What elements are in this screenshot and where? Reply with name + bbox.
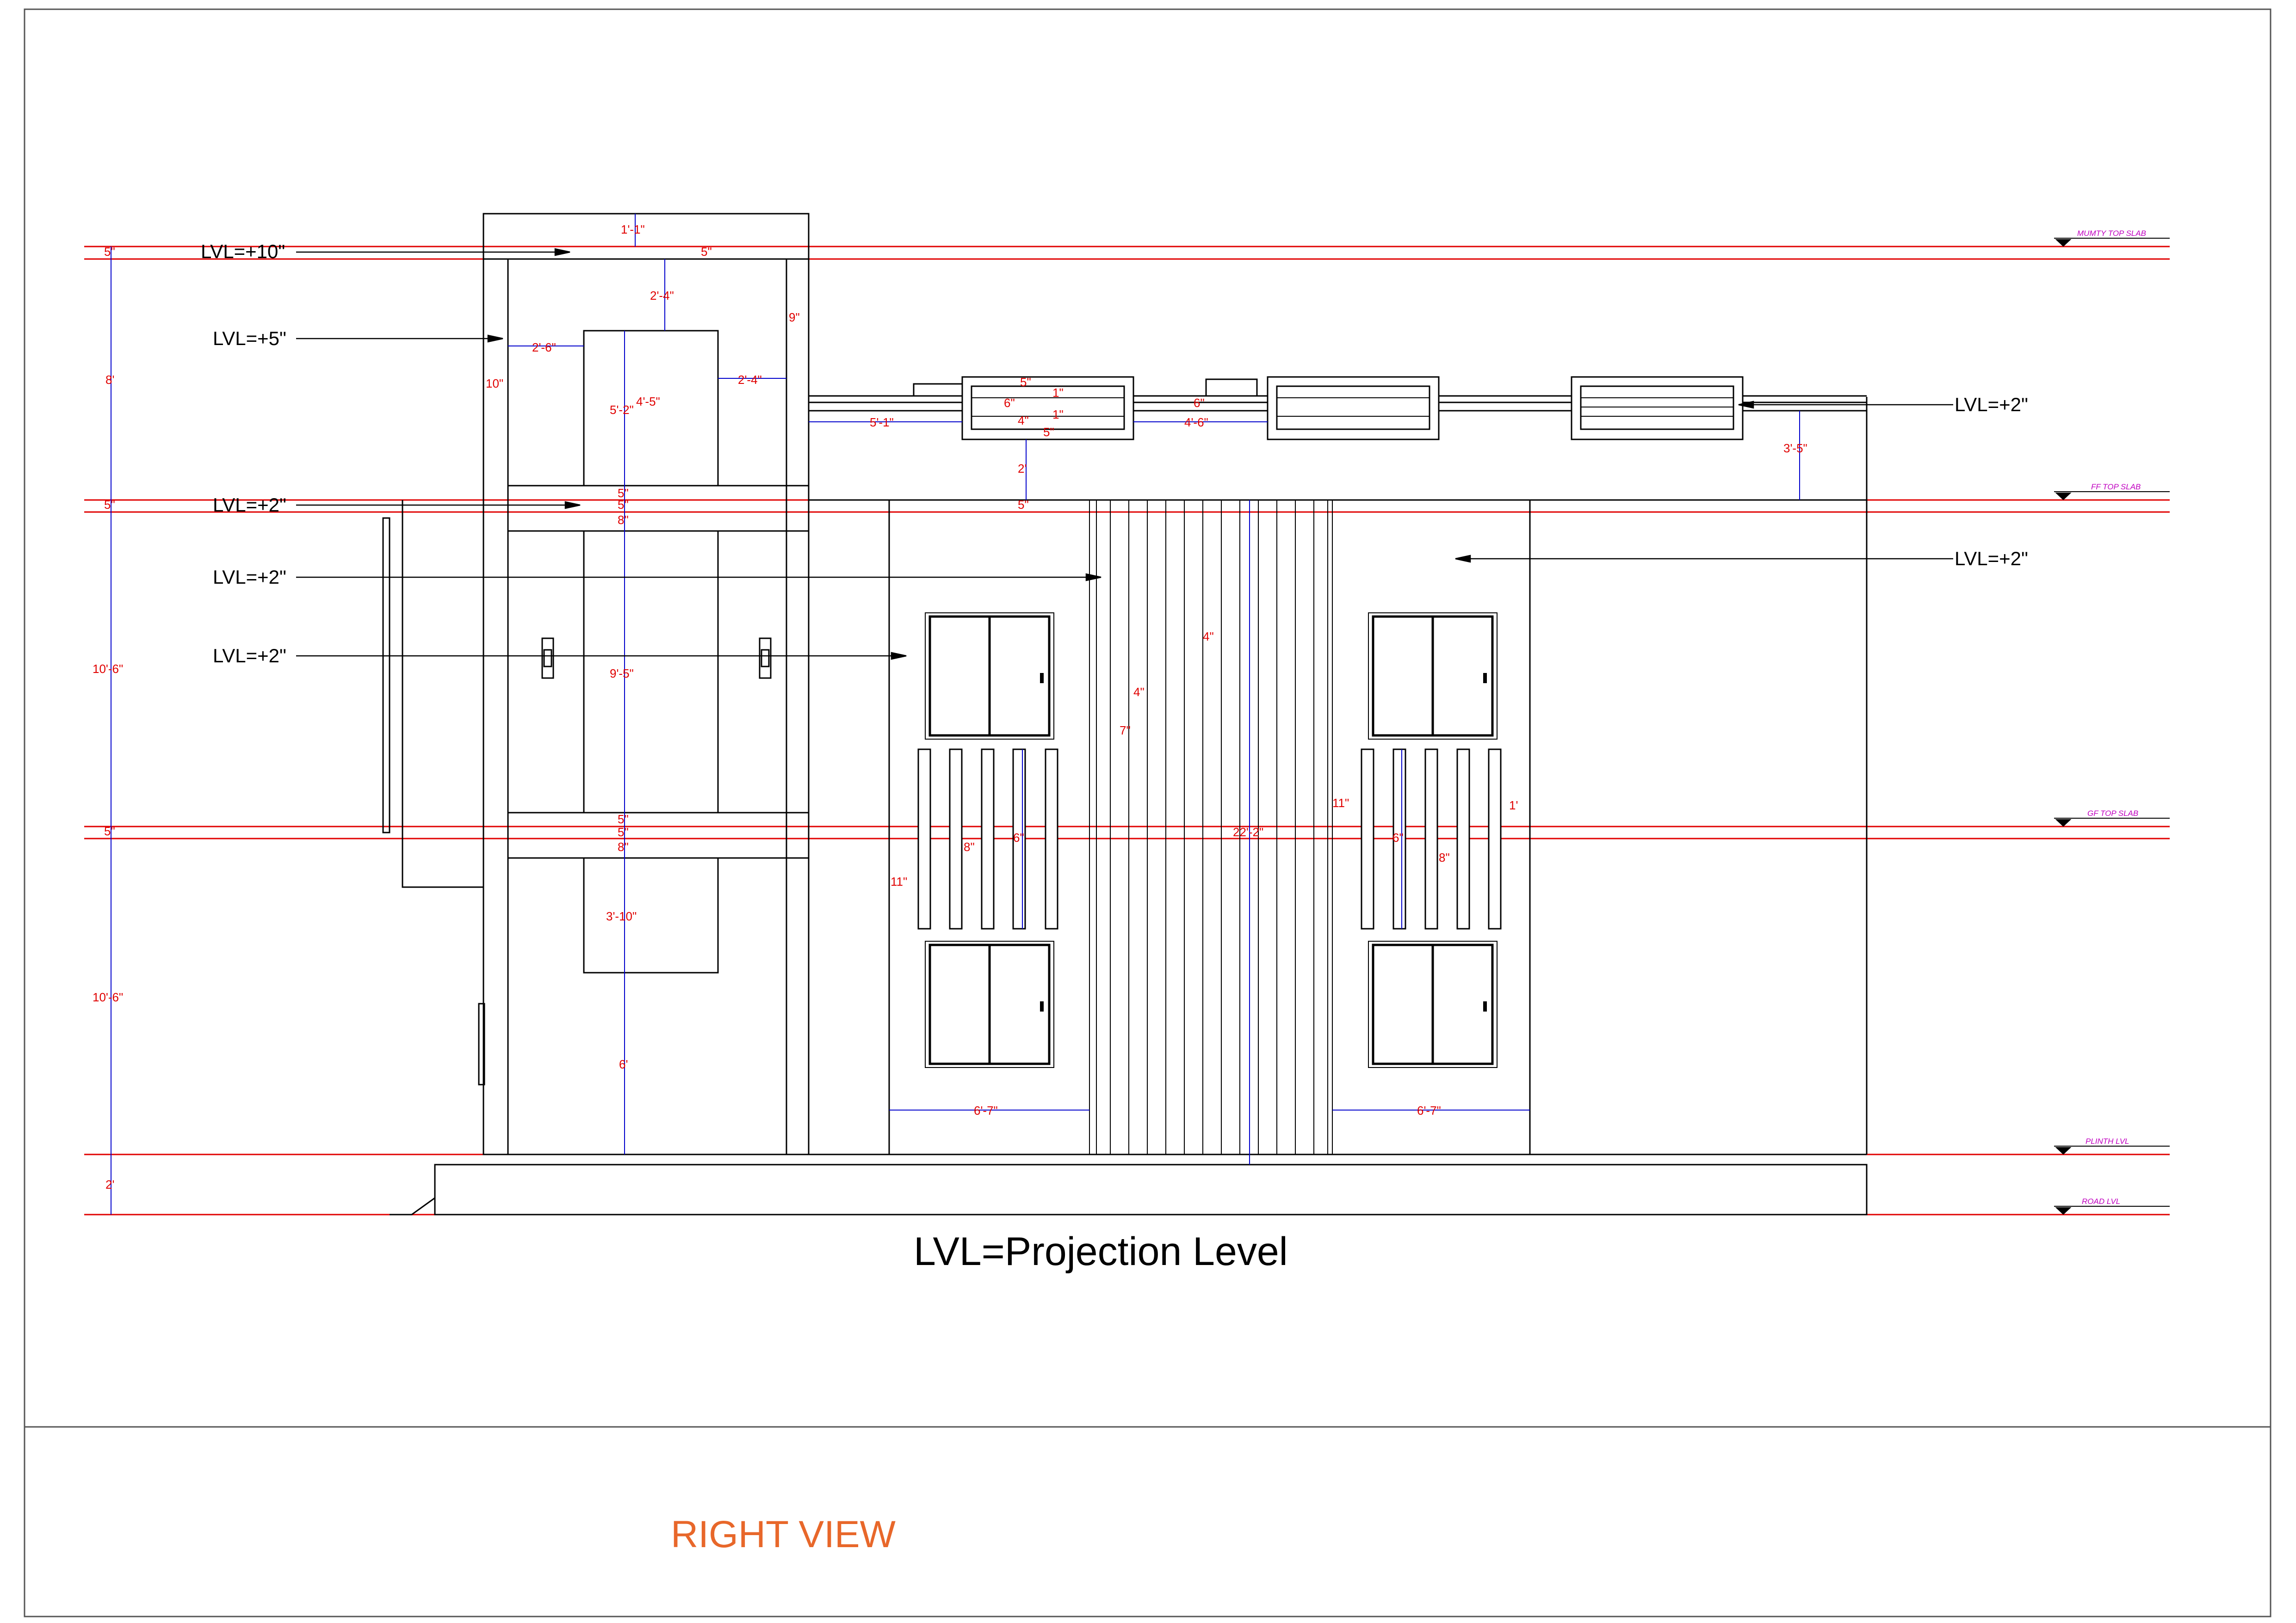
dim-louvre-gap-2: 4" <box>1133 685 1145 699</box>
callout-leaders <box>296 248 1953 660</box>
window-handles <box>1040 673 1487 1012</box>
wall-lights <box>541 637 772 679</box>
dim-fin-left-gap: 8" <box>964 840 975 854</box>
callout-parapet-box-projection: LVL=+2" <box>1955 394 2028 415</box>
dim-box-bottom: 5" <box>1043 425 1054 439</box>
dim-stair-window-width: 4'-5" <box>636 395 660 408</box>
dim-stair-left-gap: 2'-6" <box>532 340 556 354</box>
dim-facade-width: 22'-2" <box>1233 825 1263 839</box>
dim-louvre-gap-1: 4" <box>1203 629 1214 643</box>
dim-stair-right-gap: 2'-4" <box>738 373 762 387</box>
dim-fin-left-height: 11" <box>891 875 907 889</box>
callout-right-wall-projection: LVL=+2" <box>1955 548 2028 569</box>
dim-box-slat-3: 4" <box>1018 413 1029 427</box>
dim-parapet-left: 5'-1" <box>870 415 894 429</box>
dim-parapet-right: 3'-5" <box>1783 441 1807 455</box>
view-title: RIGHT VIEW <box>671 1513 896 1555</box>
dim-gf-slab-a: 5" <box>618 812 629 826</box>
dim-fin-right-gap: 8" <box>1439 851 1450 864</box>
callout-wall-projection: LVL=+2" <box>213 645 286 666</box>
dim-stair-wall-right: 9" <box>789 310 800 324</box>
vertical-louvres <box>1089 500 1333 1154</box>
dim-parapet-height: 2' <box>1018 462 1027 475</box>
dim-box2-slat: 6" <box>1194 396 1205 410</box>
vdim-gf-slab: 5" <box>104 824 115 838</box>
dim-box-slat-4: 1" <box>1052 407 1064 421</box>
dim-stair-window-height: 5'-2" <box>610 403 634 417</box>
dim-gf-beam: 8" <box>618 840 629 854</box>
floor-label-gf-top-slab: GF TOP SLAB <box>2087 809 2138 818</box>
dim-ff-beam: 8" <box>618 513 629 527</box>
callout-louvre-projection: LVL=+2" <box>213 566 286 588</box>
floor-level-markers <box>2054 238 2170 1215</box>
window-inner-frames <box>925 612 1498 1068</box>
parapet-boxes <box>913 376 1744 440</box>
dim-ff-window-height: 9'-5" <box>610 666 634 680</box>
dim-mumty-top: 1'-1" <box>621 222 645 236</box>
floor-label-mumty-top-slab: MUMTY TOP SLAB <box>2077 229 2146 238</box>
dim-box-top: 5" <box>1020 375 1031 389</box>
vdim-mumty-height: 8' <box>105 373 114 387</box>
callout-ff-slab-projection: LVL=+2" <box>213 494 286 516</box>
dim-stair-wall-left: 10" <box>486 376 503 390</box>
dim-fin-right-height: 11" <box>1332 796 1349 810</box>
callout-mumty-projection: LVL=+10" <box>201 241 285 262</box>
dim-fin-left-width: 6" <box>1013 831 1024 845</box>
dim-mumty-slab: 5" <box>701 245 712 259</box>
vdim-gf-height: 10'-6" <box>93 990 123 1004</box>
dim-wall-right-width: 6'-7" <box>1417 1104 1441 1117</box>
building-outline <box>382 213 1868 1216</box>
vdim-plinth: 2' <box>105 1178 114 1191</box>
dim-ff-slab-a: 5" <box>618 486 629 500</box>
vdim-ff-height: 10'-6" <box>93 662 123 676</box>
vdim-mumty-slab: 5" <box>104 245 115 259</box>
floor-label-plinth-lvl: PLINTH LVL <box>2086 1137 2129 1146</box>
vdim-ff-slab: 5" <box>104 498 115 512</box>
legend-projection-level: LVL=Projection Level <box>914 1229 1288 1274</box>
callout-stair-window-projection: LVL=+5" <box>213 327 286 349</box>
dim-box-slat-1: 6" <box>1004 396 1015 410</box>
floor-label-ff-top-slab: FF TOP SLAB <box>2091 482 2141 491</box>
floor-label-road-lvl: ROAD LVL <box>2082 1197 2120 1206</box>
dim-box-slat-2: 1" <box>1052 386 1064 400</box>
dimension-lines <box>508 214 1800 1165</box>
dim-fin-right-edge: 1' <box>1509 798 1518 812</box>
dim-gf-sill: 6' <box>619 1057 628 1071</box>
parapet-box-slats <box>972 397 1733 417</box>
dim-gf-slab-b: 5" <box>618 825 629 839</box>
sheet-frame <box>24 8 2271 1617</box>
windows <box>928 615 1494 1065</box>
dim-gf-window-height: 3'-10" <box>606 909 637 923</box>
dim-louvre-width: 7" <box>1120 723 1131 737</box>
facade-fins <box>917 748 1502 930</box>
dim-ff-slab-b: 5" <box>618 498 629 512</box>
dim-stair-head: 2'-4" <box>650 289 674 302</box>
dim-fin-right-width: 6" <box>1392 831 1404 845</box>
dim-parapet-mid: 4'-6" <box>1184 415 1208 429</box>
dimension-texts: 1'-1" 5" 2'-4" 9" 2'-6" 10" 5'-2" 4'-5" … <box>486 222 1807 1117</box>
dim-ff-slab-front: 5" <box>1018 498 1029 512</box>
dim-wall-left-width: 6'-7" <box>974 1104 998 1117</box>
